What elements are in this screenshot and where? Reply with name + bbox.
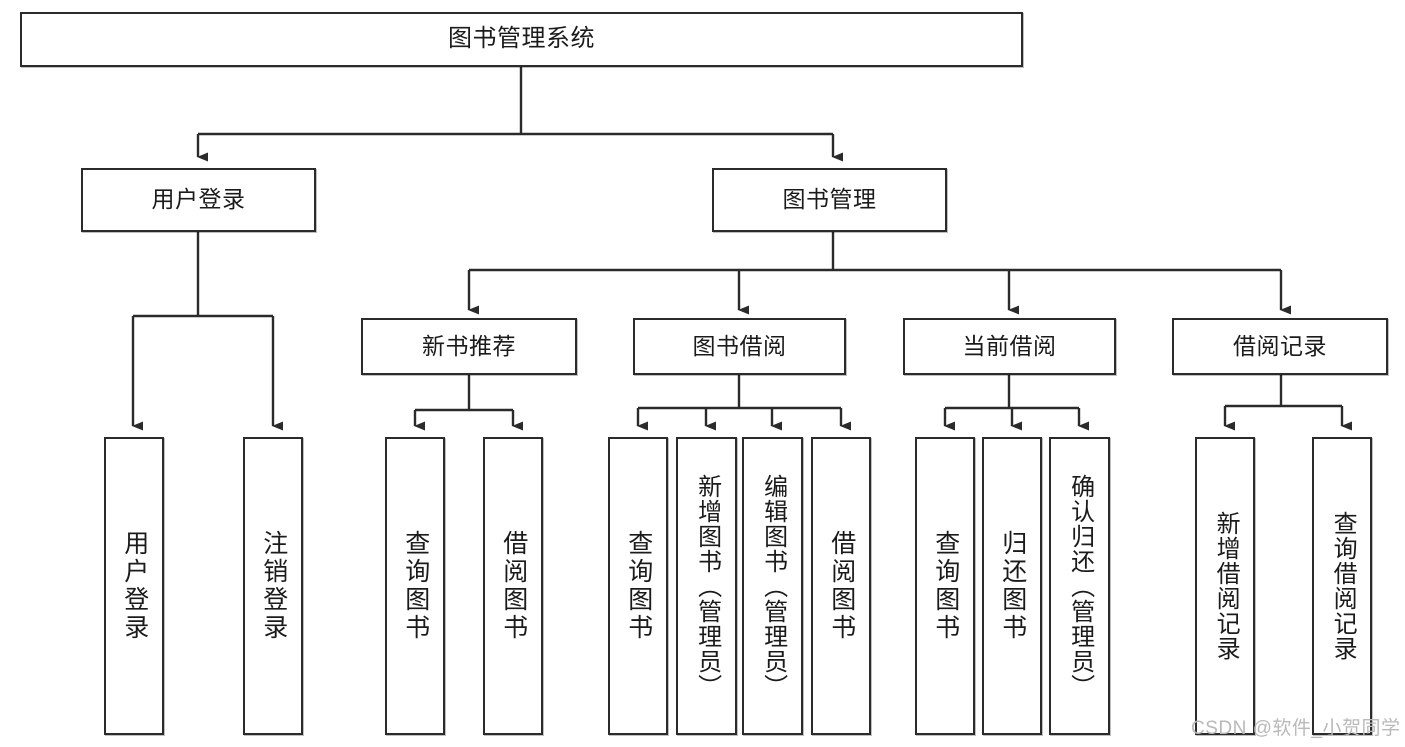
- node-label: 用户登录: [151, 186, 246, 213]
- leaf-book-borrow-add[interactable]: 新增图书（管理员）: [676, 437, 737, 735]
- node-label: 新增图书（管理员）: [693, 473, 721, 699]
- leaf-new-book-borrow[interactable]: 借阅图书: [483, 437, 543, 735]
- leaf-current-borrow-query[interactable]: 查询图书: [915, 437, 975, 735]
- node-label: 查询图书: [624, 530, 653, 642]
- node-label: 借阅图书: [499, 530, 528, 642]
- node-label: 借阅图书: [827, 530, 856, 642]
- leaf-book-borrow-query[interactable]: 查询图书: [608, 437, 668, 735]
- leaf-user-login-logout[interactable]: 注销登录: [243, 437, 303, 735]
- node-borrow-record[interactable]: 借阅记录: [1172, 318, 1388, 375]
- node-root-system[interactable]: 图书管理系统: [20, 12, 1023, 67]
- node-label: 新增借阅记录: [1212, 511, 1240, 661]
- node-new-book-recommend[interactable]: 新书推荐: [361, 318, 577, 375]
- node-label: 借阅记录: [1233, 332, 1327, 359]
- node-label: 新书推荐: [422, 332, 516, 359]
- leaf-current-borrow-return[interactable]: 归还图书: [982, 437, 1042, 735]
- watermark-text: CSDN @软件_小贺同学: [1191, 718, 1401, 739]
- node-label: 查询图书: [931, 530, 960, 642]
- leaf-book-borrow-edit[interactable]: 编辑图书（管理员）: [742, 437, 803, 735]
- leaf-new-book-query[interactable]: 查询图书: [385, 437, 445, 735]
- node-current-borrow[interactable]: 当前借阅: [903, 318, 1116, 375]
- node-label: 图书管理系统: [448, 25, 595, 53]
- node-user-login[interactable]: 用户登录: [81, 168, 316, 232]
- node-label: 查询借阅记录: [1329, 511, 1357, 661]
- leaf-user-login-login[interactable]: 用户登录: [104, 437, 164, 735]
- node-label: 图书管理: [782, 186, 877, 213]
- node-label: 注销登录: [259, 530, 288, 642]
- node-label: 查询图书: [401, 530, 430, 642]
- node-book-borrow[interactable]: 图书借阅: [633, 318, 846, 375]
- leaf-book-borrow-borrow[interactable]: 借阅图书: [811, 437, 871, 735]
- node-label: 当前借阅: [962, 332, 1057, 359]
- node-label: 确认归还（管理员）: [1066, 473, 1094, 699]
- leaf-current-borrow-confirm-return[interactable]: 确认归还（管理员）: [1049, 437, 1110, 735]
- leaf-borrow-record-add[interactable]: 新增借阅记录: [1195, 437, 1255, 735]
- node-label: 编辑图书（管理员）: [759, 473, 787, 699]
- node-label: 图书借阅: [692, 332, 787, 359]
- node-label: 归还图书: [998, 530, 1027, 642]
- leaf-borrow-record-query[interactable]: 查询借阅记录: [1312, 437, 1372, 735]
- node-label: 用户登录: [120, 530, 149, 642]
- node-book-management[interactable]: 图书管理: [712, 168, 947, 232]
